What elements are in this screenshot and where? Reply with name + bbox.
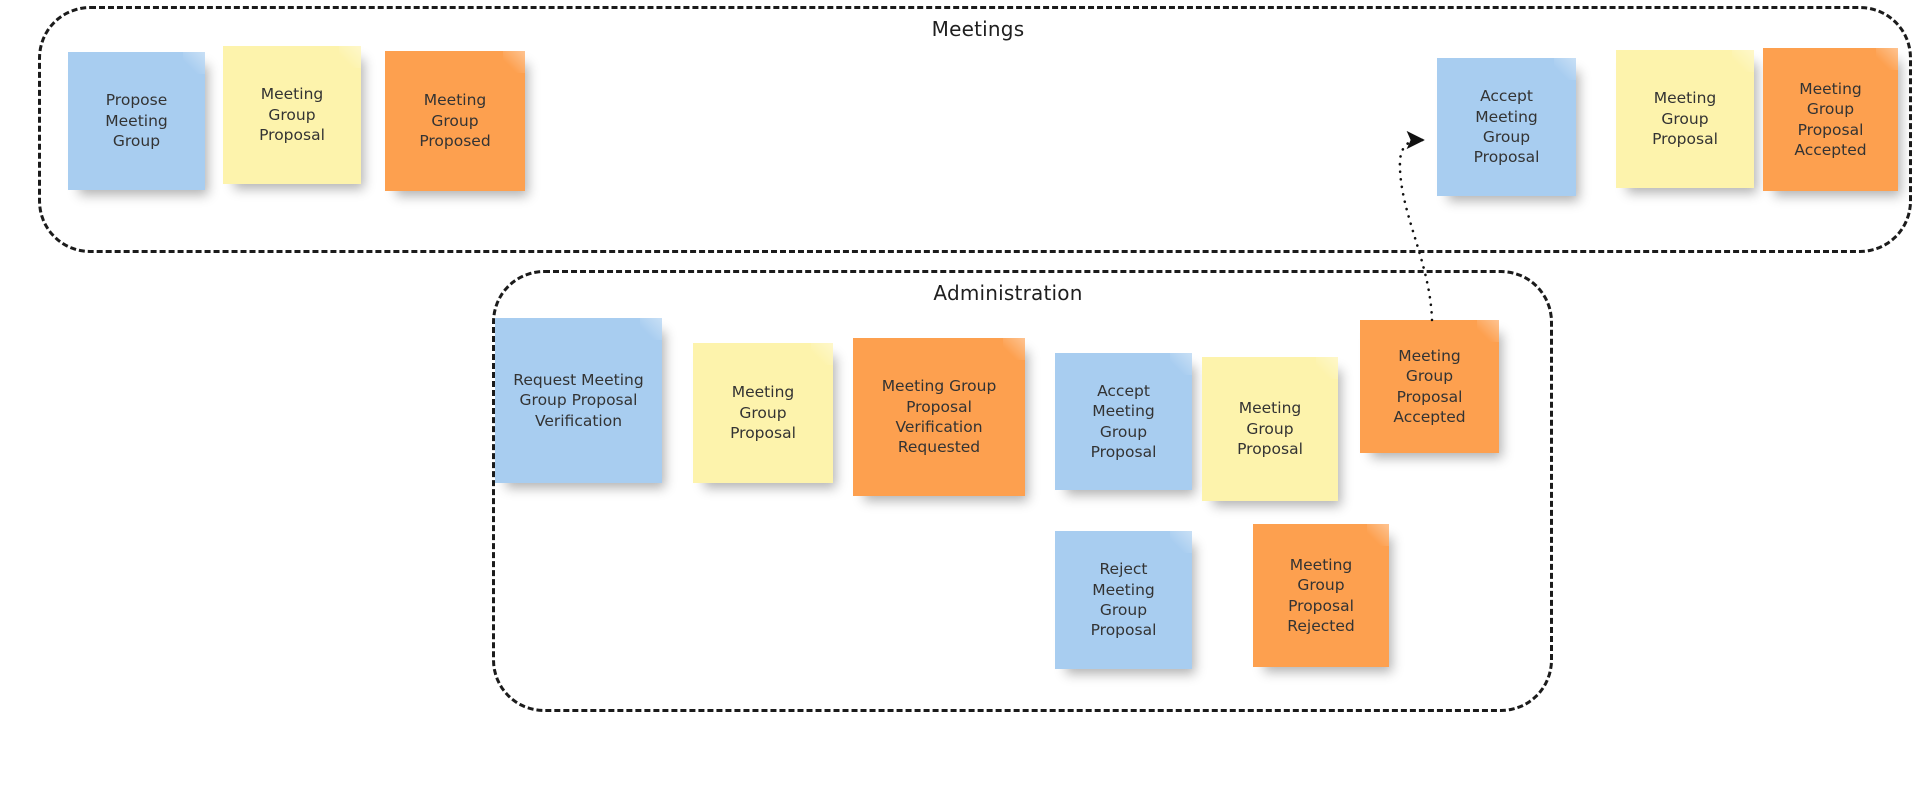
sticky-note-meeting-group-proposal-2[interactable]: Meeting Group Proposal bbox=[1616, 50, 1754, 188]
sticky-note-meeting-group-proposal-3[interactable]: Meeting Group Proposal bbox=[693, 343, 833, 483]
sticky-note-request-meeting-group-proposal-verification[interactable]: Request Meeting Group Proposal Verificat… bbox=[495, 318, 662, 483]
sticky-note-label: Meeting Group Proposal Accepted bbox=[1794, 79, 1867, 159]
sticky-note-propose-meeting-group[interactable]: Propose Meeting Group bbox=[68, 52, 205, 190]
sticky-note-label: Meeting Group Proposal Accepted bbox=[1393, 346, 1466, 426]
sticky-note-label: Propose Meeting Group bbox=[105, 91, 168, 151]
sticky-note-meeting-group-proposal-4[interactable]: Meeting Group Proposal bbox=[1202, 357, 1338, 501]
sticky-note-accept-meeting-group-proposal-meetings[interactable]: Accept Meeting Group Proposal bbox=[1437, 58, 1576, 196]
sticky-note-label: Request Meeting Group Proposal Verificat… bbox=[513, 370, 644, 430]
sticky-note-meeting-group-proposal-accepted-meetings[interactable]: Meeting Group Proposal Accepted bbox=[1763, 48, 1898, 191]
sticky-note-label: Meeting Group Proposal Verification Requ… bbox=[881, 377, 997, 457]
sticky-note-meeting-group-proposed[interactable]: Meeting Group Proposed bbox=[385, 51, 525, 191]
sticky-note-label: Meeting Group Proposal Rejected bbox=[1287, 555, 1355, 635]
sticky-note-label: Meeting Group Proposal bbox=[730, 383, 796, 443]
swimlane-meetings-title: Meetings bbox=[931, 17, 1025, 41]
sticky-note-label: Meeting Group Proposal bbox=[259, 85, 325, 145]
sticky-note-reject-meeting-group-proposal[interactable]: Reject Meeting Group Proposal bbox=[1055, 531, 1192, 669]
swimlane-administration-title: Administration bbox=[933, 281, 1083, 305]
sticky-note-meeting-group-proposal-accepted-admin[interactable]: Meeting Group Proposal Accepted bbox=[1360, 320, 1499, 453]
sticky-note-label: Meeting Group Proposal bbox=[1652, 89, 1718, 149]
sticky-note-meeting-group-proposal-1[interactable]: Meeting Group Proposal bbox=[223, 46, 361, 184]
sticky-note-label: Meeting Group Proposed bbox=[419, 91, 491, 151]
sticky-note-label: Accept Meeting Group Proposal bbox=[1090, 381, 1157, 461]
sticky-note-accept-meeting-group-proposal-admin[interactable]: Accept Meeting Group Proposal bbox=[1055, 353, 1192, 490]
sticky-note-label: Reject Meeting Group Proposal bbox=[1090, 560, 1157, 640]
sticky-note-meeting-group-proposal-verification-requested[interactable]: Meeting Group Proposal Verification Requ… bbox=[853, 338, 1025, 496]
sticky-note-meeting-group-proposal-rejected[interactable]: Meeting Group Proposal Rejected bbox=[1253, 524, 1389, 667]
sticky-note-label: Meeting Group Proposal bbox=[1237, 399, 1303, 459]
sticky-note-label: Accept Meeting Group Proposal bbox=[1473, 87, 1540, 167]
